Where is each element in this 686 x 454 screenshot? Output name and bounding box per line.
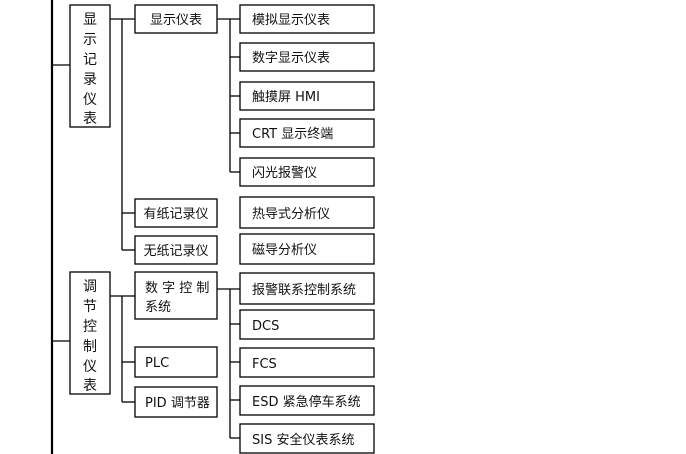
flash-alarm-box [239,157,375,187]
alarm-interlock-box [239,272,375,305]
paper-recorder-box [134,198,218,228]
sis-label: SIS 安全仪表系统 [252,432,354,448]
group1-label-char: 显 [83,12,97,28]
thermal-analyzer-label: 热导式分析仪 [252,207,330,222]
paper-recorder-label: 有纸记录仪 [143,207,208,222]
display-instrument-label: 显示仪表 [150,13,202,28]
sis-box [239,423,375,454]
touchscreen-hmi-label: 触摸屏 HMI [252,90,320,105]
crt-terminal-box [239,118,375,148]
magnetic-analyzer-box [239,233,375,265]
crt-terminal-label: CRT 显示终端 [252,126,333,142]
analog-display-box [239,4,375,34]
group2-label-char: 仪 [83,359,97,375]
group2-label-char: 制 [83,339,97,355]
digital-control-label-line: 系统 [145,300,171,315]
pid-controller-label: PID 调节器 [145,396,210,411]
group1-box [69,4,111,128]
flash-alarm-label: 闪光报警仪 [252,165,317,181]
group1-label-char: 表 [83,111,97,127]
esd-label: ESD 紧急停车系统 [252,394,361,410]
group1-label-char: 仪 [83,92,97,108]
dcs-label: DCS [252,319,279,334]
paperless-recorder-label: 无纸记录仪 [143,244,208,259]
paperless-recorder-box [134,235,218,265]
group2-label-char: 表 [83,378,97,394]
group2-label-char: 节 [83,299,97,315]
esd-box [239,385,375,416]
dcs-box [239,309,375,340]
digital-display-box [239,42,375,72]
plc-box [134,346,218,378]
digital-control-label-line: 数 字 控 制 [145,281,209,296]
magnetic-analyzer-label: 磁导分析仪 [252,243,317,258]
fcs-label: FCS [252,357,277,372]
pid-controller-box [134,386,218,418]
group1-label-char: 示 [83,32,97,48]
fcs-box [239,347,375,378]
group2-box [69,271,111,395]
thermal-analyzer-box [239,196,375,229]
touchscreen-hmi-box [239,81,375,111]
digital-control-box [134,271,218,320]
plc-label: PLC [145,356,169,371]
alarm-interlock-label: 报警联系控制系统 [252,282,356,298]
analog-display-label: 模拟显示仪表 [252,13,330,28]
display-instrument-box [134,4,218,34]
digital-display-label: 数字显示仪表 [252,51,330,66]
group2-label-char: 调 [83,279,97,295]
group2-label-char: 控 [83,319,97,335]
group1-label-char: 录 [83,72,97,88]
group1-label-char: 记 [83,52,97,68]
